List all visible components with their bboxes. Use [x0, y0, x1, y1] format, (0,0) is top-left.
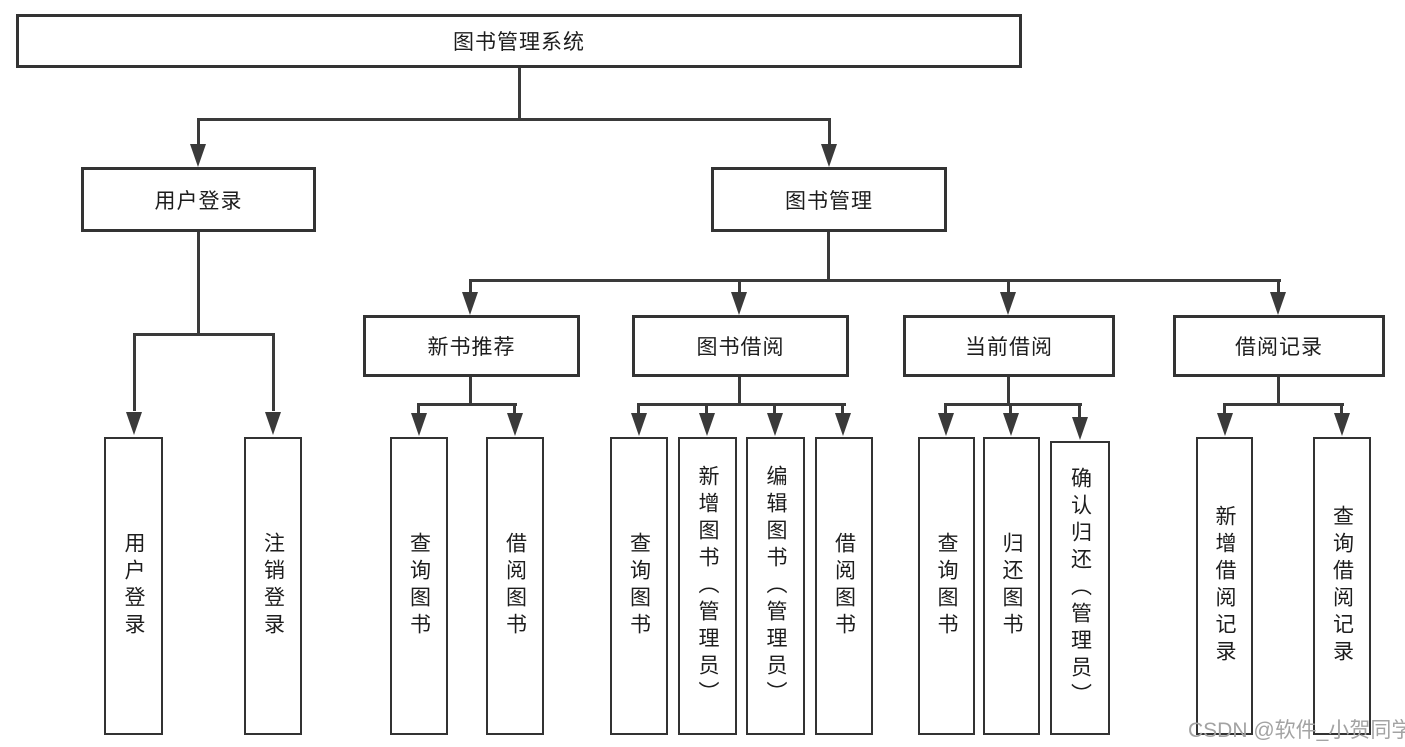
arrowhead-down-icon [1334, 413, 1350, 436]
connector-vline [1007, 279, 1010, 295]
connector-vline [197, 118, 200, 150]
leaf-edit-books-admin-label: 编辑图书（管理员） [764, 464, 787, 708]
node-book-management-label: 图书管理 [785, 189, 873, 213]
connector-vline [738, 279, 741, 295]
arrowhead-down-icon [699, 413, 715, 436]
leaf-user-login: 用户登录 [104, 437, 163, 735]
leaf-query-borrow-record-label: 查询借阅记录 [1330, 505, 1354, 667]
arrowhead-down-icon [938, 413, 954, 436]
connector-vline [1009, 403, 1012, 417]
connector-vline [1223, 403, 1226, 417]
connector-vline [944, 403, 947, 417]
leaf-add-books-admin: 新增图书（管理员） [678, 437, 737, 735]
leaf-query-books-recommend-label: 查询图书 [407, 532, 431, 640]
leaf-borrow-books-recommend-label: 借阅图书 [503, 532, 527, 640]
connector-hline [417, 403, 517, 406]
connector-vline [272, 333, 275, 411]
node-user-login-label: 用户登录 [154, 189, 243, 213]
arrowhead-down-icon [731, 292, 747, 315]
leaf-edit-books-admin: 编辑图书（管理员） [746, 437, 805, 735]
arrowhead-down-icon [507, 413, 523, 436]
leaf-user-login-label: 用户登录 [122, 532, 145, 640]
leaf-borrow-books: 借阅图书 [815, 437, 873, 735]
arrowhead-down-icon [462, 292, 478, 315]
leaf-logout-login-label: 注销登录 [261, 532, 285, 640]
leaf-query-books-borrow: 查询图书 [610, 437, 668, 735]
leaf-logout-login: 注销登录 [244, 437, 302, 735]
leaf-return-books: 归还图书 [983, 437, 1040, 735]
connector-vline [469, 279, 472, 295]
node-borrowing-records: 借阅记录 [1173, 315, 1385, 377]
node-borrowing-records-label: 借阅记录 [1235, 336, 1323, 359]
connector-vline [133, 333, 136, 411]
leaf-query-books-recommend: 查询图书 [390, 437, 448, 735]
connector-hline [133, 333, 275, 336]
connector-vline [1277, 279, 1280, 295]
connector-vline [1277, 377, 1280, 406]
node-book-borrowing: 图书借阅 [632, 315, 849, 377]
arrowhead-down-icon [1270, 292, 1286, 315]
arrowhead-down-icon [1000, 292, 1016, 315]
leaf-confirm-return-admin: 确认归还（管理员） [1050, 441, 1110, 735]
leaf-query-books-borrow-label: 查询图书 [627, 532, 651, 640]
node-new-book-recommendation: 新书推荐 [363, 315, 580, 377]
leaf-return-books-label: 归还图书 [1000, 532, 1023, 640]
connector-vline [197, 232, 200, 336]
leaf-add-borrow-record: 新增借阅记录 [1196, 437, 1253, 735]
node-user-login: 用户登录 [81, 167, 316, 232]
leaf-add-books-admin-label: 新增图书（管理员） [696, 464, 719, 708]
arrowhead-down-icon [767, 413, 783, 436]
connector-vline [827, 232, 830, 280]
leaf-query-books-current: 查询图书 [918, 437, 975, 735]
connector-vline [738, 377, 741, 406]
connector-hline [637, 403, 846, 406]
arrowhead-down-icon [821, 144, 837, 167]
connector-vline [828, 118, 831, 150]
arrowhead-down-icon [835, 413, 851, 436]
leaf-add-borrow-record-label: 新增借阅记录 [1213, 505, 1236, 667]
connector-vline [518, 68, 521, 121]
connector-hline [1223, 403, 1344, 406]
arrowhead-down-icon [411, 413, 427, 436]
connector-vline [1340, 403, 1343, 417]
connector-vline [637, 403, 640, 417]
node-book-borrowing-label: 图书借阅 [696, 336, 785, 359]
connector-vline [513, 403, 516, 417]
node-root-system: 图书管理系统 [16, 14, 1022, 68]
arrowhead-down-icon [265, 412, 281, 435]
connector-hline [944, 403, 1082, 406]
connector-vline [469, 377, 472, 406]
leaf-borrow-books-label: 借阅图书 [832, 532, 856, 640]
connector-vline [773, 403, 776, 417]
connector-hline [197, 118, 831, 121]
node-book-management: 图书管理 [711, 167, 947, 232]
csdn-watermark: CSDN @软件_小贺同学 [1188, 719, 1405, 742]
connector-vline [417, 403, 420, 417]
arrowhead-down-icon [631, 413, 647, 436]
leaf-query-books-current-label: 查询图书 [935, 532, 958, 640]
connector-vline [1007, 377, 1010, 406]
node-new-book-recommendation-label: 新书推荐 [427, 336, 516, 359]
leaf-confirm-return-admin-label: 确认归还（管理员） [1068, 466, 1092, 710]
leaf-query-borrow-record: 查询借阅记录 [1313, 437, 1371, 735]
arrowhead-down-icon [190, 144, 206, 167]
arrowhead-down-icon [126, 412, 142, 435]
leaf-borrow-books-recommend: 借阅图书 [486, 437, 544, 735]
node-root-label: 图书管理系统 [453, 31, 585, 54]
node-current-borrowing-label: 当前借阅 [965, 336, 1053, 359]
arrowhead-down-icon [1003, 413, 1019, 436]
connector-vline [841, 403, 844, 417]
connector-vline [1078, 403, 1081, 420]
connector-hline [469, 279, 1281, 282]
node-current-borrowing: 当前借阅 [903, 315, 1115, 377]
arrowhead-down-icon [1072, 417, 1088, 440]
arrowhead-down-icon [1217, 413, 1233, 436]
connector-vline [705, 403, 708, 417]
